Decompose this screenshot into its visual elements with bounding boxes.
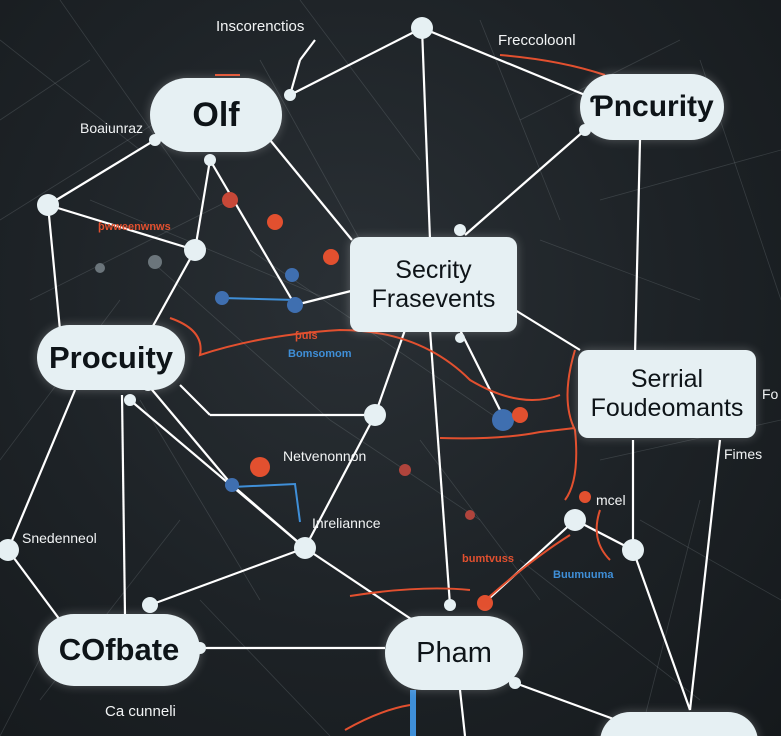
node-olf: Olf — [150, 78, 282, 152]
red-edges — [169, 54, 611, 731]
node-cofbate: COfbate — [38, 614, 200, 686]
node-procuity: Procuity — [37, 325, 185, 390]
label-top: Inscorenctios — [216, 18, 305, 35]
label-nreliance: Inreliannce — [312, 515, 381, 531]
label-network: Netvenonnon — [283, 448, 367, 464]
node-secrity-frameworks-label: Secrity Frasevents — [371, 255, 496, 313]
label-fo: Fo — [762, 386, 779, 402]
node-cofbate-label: COfbate — [58, 632, 180, 667]
node-olf-label: Olf — [192, 95, 240, 134]
node-secrity-frameworks: Secrity Frasevents — [350, 237, 517, 332]
junction-dots — [0, 17, 644, 689]
label-red-right: bumtvuss — [462, 553, 514, 565]
label-red-mid: ƥuls — [295, 330, 318, 342]
label-blue-mid: Bomsomom — [288, 348, 352, 360]
label-top-right: Freccoloonl — [498, 32, 576, 49]
label-sneed: Snedenneol — [22, 530, 97, 546]
node-serial-foundations: Serrial Foudeomants — [578, 350, 756, 438]
node-pham-label: Pham — [416, 636, 492, 669]
label-ca-cunneli: Ca cunneli — [105, 703, 176, 720]
label-mcel: mcel — [596, 492, 626, 508]
label-fimes: Fimes — [724, 446, 763, 462]
label-left-top: Boaiunraz — [80, 120, 144, 136]
node-procuity-label: Procuity — [48, 339, 174, 375]
main-edges — [6, 26, 722, 736]
node-serial-foundations-label: Serrial Foudeomants — [590, 365, 744, 422]
label-red-left: ƥwweenwnws — [98, 221, 171, 233]
node-partial-bottom — [600, 712, 758, 736]
node-security-label: Ƥncurity — [590, 90, 714, 123]
label-blue-right: Buumuuma — [553, 569, 614, 581]
blue-edges — [221, 297, 416, 736]
node-pham: Pham — [385, 616, 523, 690]
node-security: Ƥncurity — [580, 74, 724, 140]
